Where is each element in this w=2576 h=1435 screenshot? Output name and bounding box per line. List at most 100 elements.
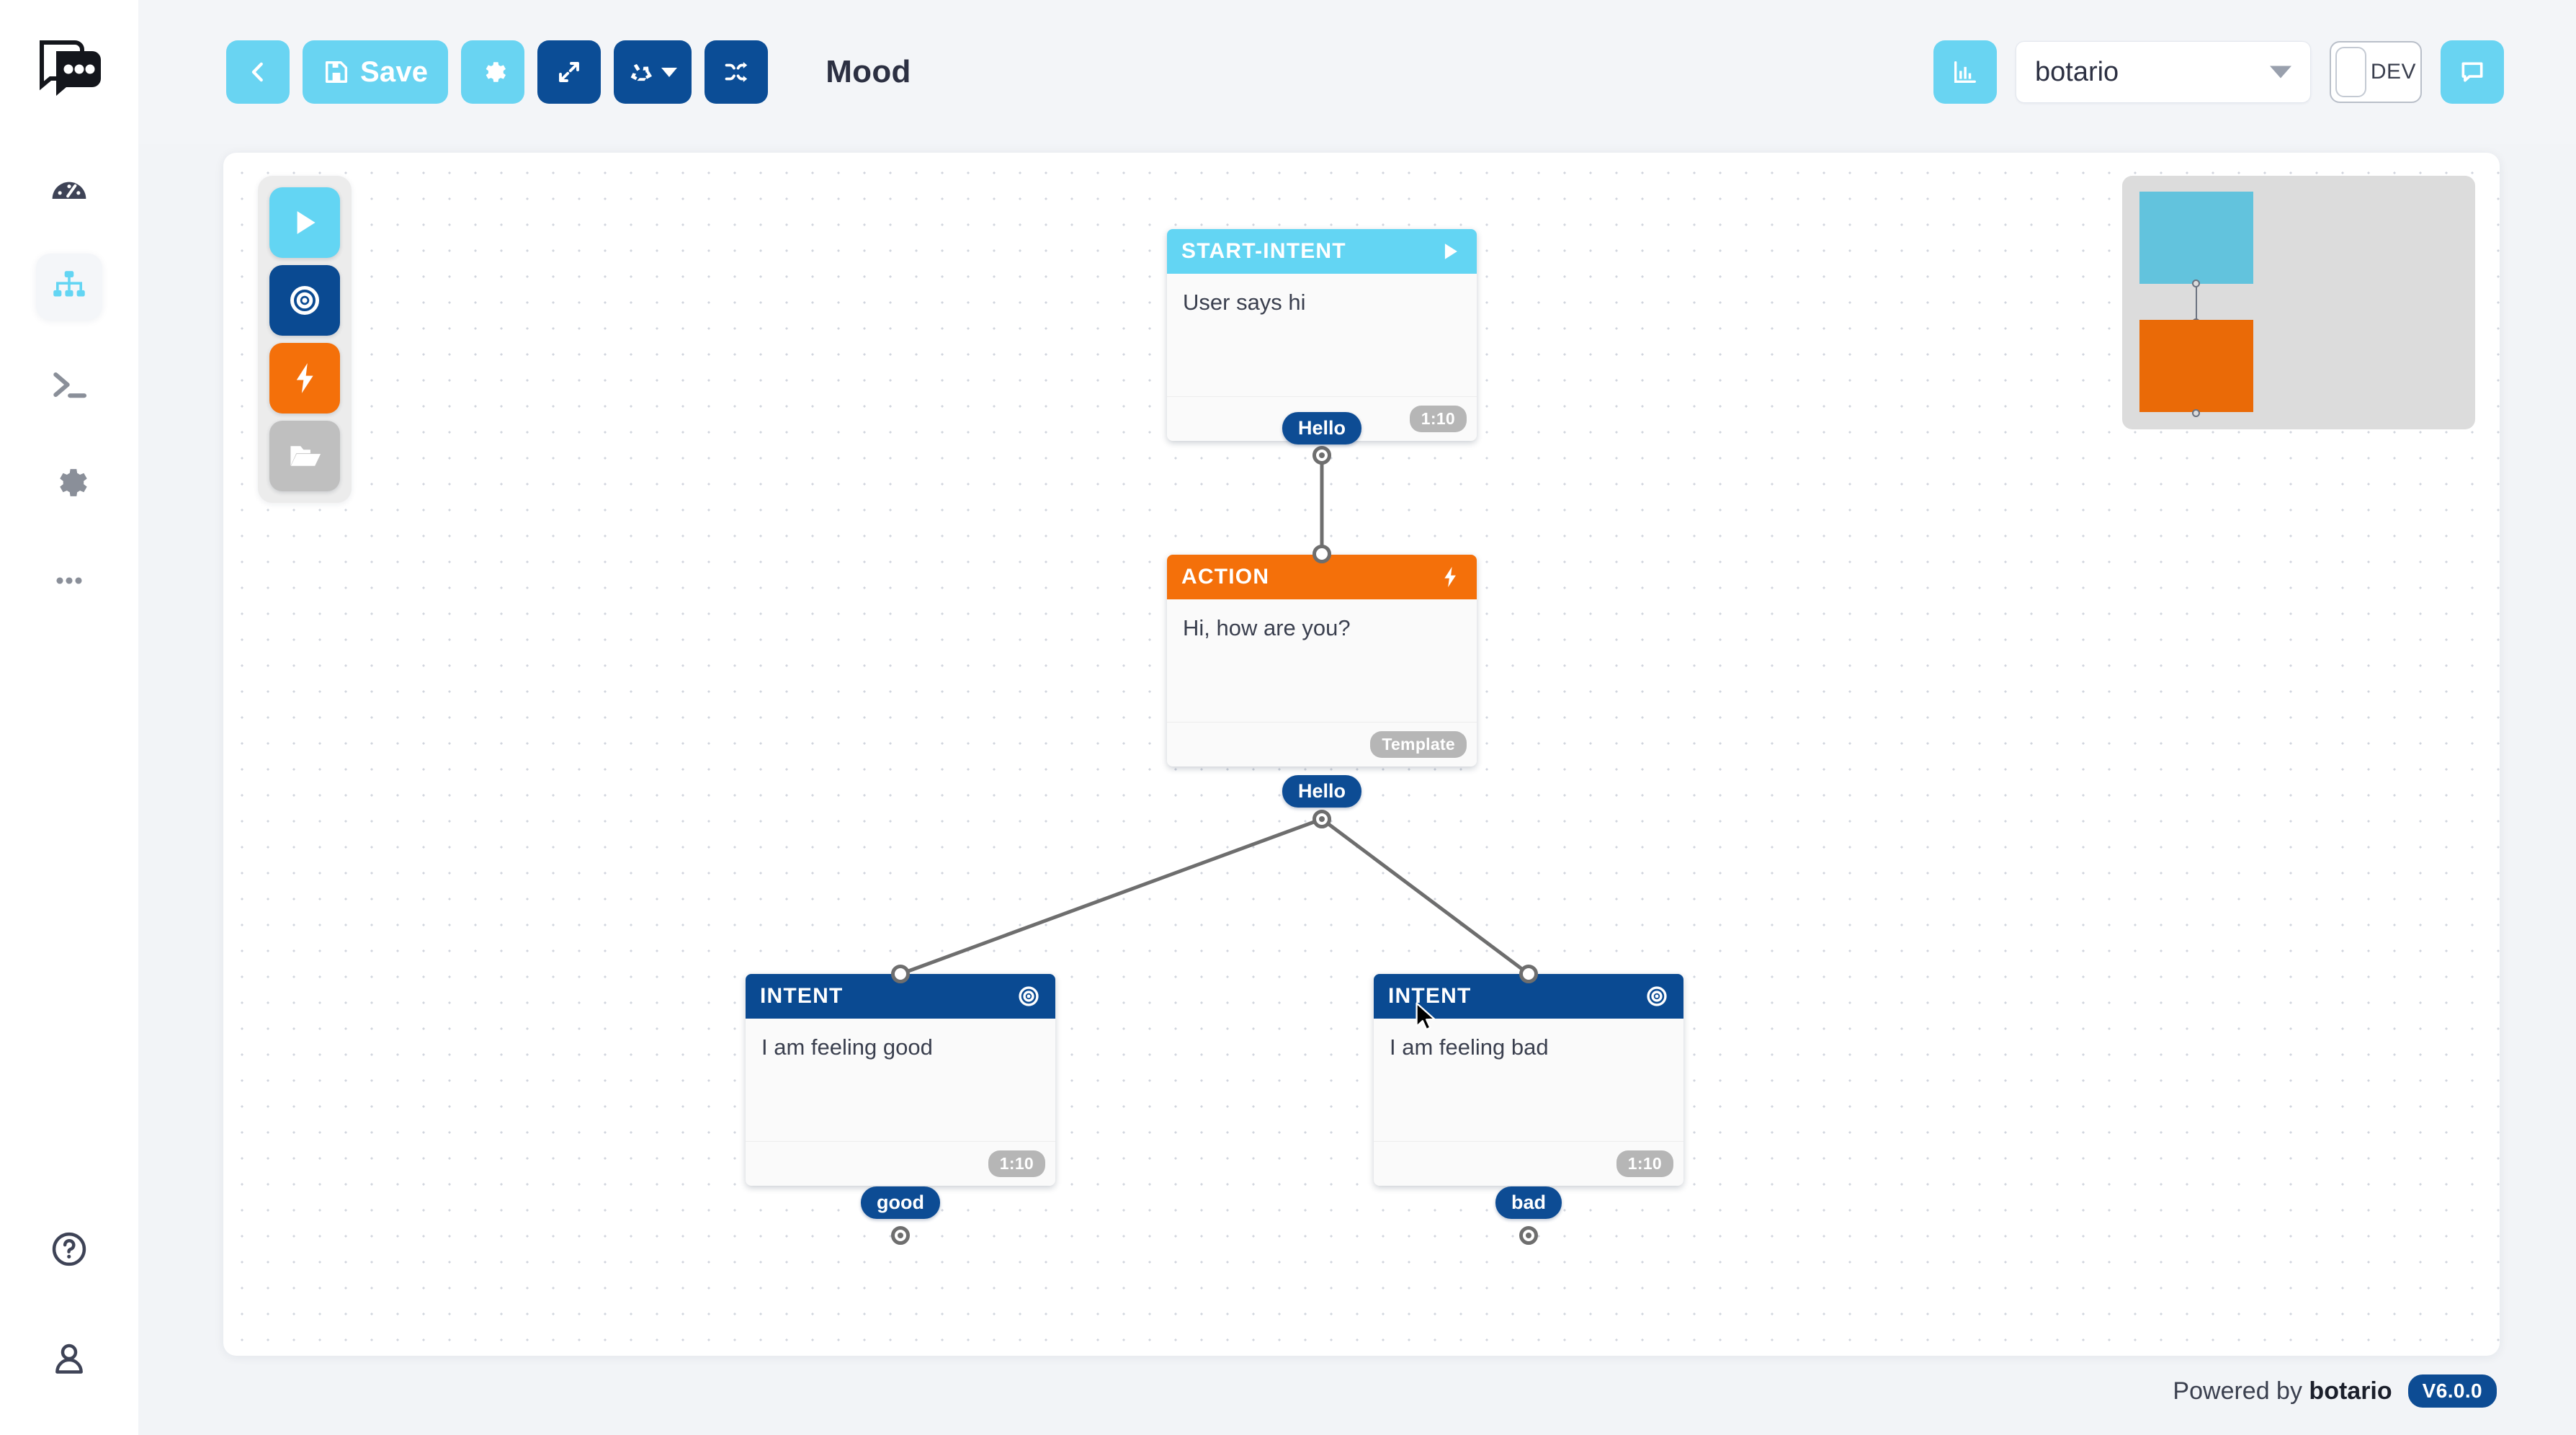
target-icon bbox=[1647, 986, 1667, 1006]
node-title: INTENT bbox=[1388, 984, 1472, 1008]
node-input-port[interactable] bbox=[891, 965, 910, 983]
node-text: I am feeling good bbox=[761, 1034, 933, 1060]
palette-intent-node[interactable] bbox=[269, 265, 340, 336]
rail-nav-list bbox=[36, 156, 102, 614]
recycle-icon bbox=[630, 64, 653, 81]
editor-toolbar: Save bbox=[226, 40, 911, 104]
node-header: START-INTENT bbox=[1167, 229, 1477, 274]
chevron-left-icon bbox=[251, 62, 263, 82]
node-intent-bad[interactable]: INTENT I am feeling bad 1:10 bbox=[1374, 974, 1683, 1186]
node-start-intent[interactable]: START-INTENT User says hi 1:10 bbox=[1167, 229, 1477, 441]
edge-label-hello-2[interactable]: Hello bbox=[1282, 775, 1362, 808]
node-header: INTENT bbox=[746, 974, 1055, 1019]
bar-chart-icon bbox=[1954, 61, 1976, 83]
minimap-port bbox=[2192, 280, 2200, 287]
question-circle-icon bbox=[52, 1232, 86, 1266]
minimap-port bbox=[2192, 409, 2200, 417]
flow-canvas[interactable]: START-INTENT User says hi 1:10 Hello ACT… bbox=[223, 153, 2500, 1356]
node-title: INTENT bbox=[760, 984, 844, 1008]
lightning-bolt-icon bbox=[296, 363, 313, 393]
rail-bottom-list bbox=[0, 1216, 138, 1392]
dev-toggle-label: DEV bbox=[2370, 60, 2416, 84]
palette-action-node[interactable] bbox=[269, 343, 340, 413]
node-title: START-INTENT bbox=[1181, 239, 1346, 263]
bot-select[interactable]: botario bbox=[2016, 41, 2311, 103]
edge-label-good[interactable]: good bbox=[861, 1186, 940, 1219]
node-chip: 1:10 bbox=[1616, 1150, 1673, 1177]
sidebar-item-dashboard[interactable] bbox=[36, 156, 102, 222]
sidebar-item-more[interactable] bbox=[36, 547, 102, 614]
node-output-port[interactable] bbox=[1519, 1226, 1538, 1245]
node-chip: 1:10 bbox=[1409, 406, 1467, 432]
node-chip: Template bbox=[1370, 731, 1467, 758]
footer-brand: botario bbox=[2309, 1377, 2392, 1405]
node-chip: 1:10 bbox=[988, 1150, 1045, 1177]
flow-tree-icon bbox=[53, 271, 85, 297]
canvas-minimap[interactable] bbox=[2122, 176, 2475, 429]
minimap-node-start bbox=[2139, 192, 2253, 284]
node-body: Hi, how are you? bbox=[1167, 599, 1477, 722]
node-output-port[interactable] bbox=[891, 1226, 910, 1245]
footer: Powered by botario V6.0.0 bbox=[2173, 1374, 2497, 1408]
help-button[interactable] bbox=[36, 1216, 102, 1282]
folder-icon bbox=[290, 446, 321, 466]
target-icon bbox=[1019, 986, 1039, 1006]
lightning-bolt-icon bbox=[1444, 566, 1456, 588]
expand-arrows-icon bbox=[559, 62, 580, 82]
chat-bubble-logo-icon bbox=[40, 40, 101, 96]
node-action[interactable]: ACTION Hi, how are you? Template bbox=[1167, 555, 1477, 766]
ellipsis-icon bbox=[56, 577, 82, 584]
sidebar-item-settings[interactable] bbox=[36, 450, 102, 516]
node-input-port[interactable] bbox=[1519, 965, 1538, 983]
node-input-port[interactable] bbox=[1312, 545, 1331, 563]
header-right-controls: botario DEV bbox=[1933, 40, 2504, 104]
gear-icon bbox=[60, 469, 87, 496]
footer-powered-by: Powered by botario bbox=[2173, 1377, 2392, 1405]
node-body: I am feeling bad bbox=[1374, 1019, 1683, 1141]
sidebar-item-flows[interactable] bbox=[36, 254, 102, 320]
footer-prefix: Powered by bbox=[2173, 1377, 2309, 1405]
fit-expand-button[interactable] bbox=[537, 40, 601, 104]
node-palette bbox=[258, 176, 352, 503]
dev-mode-toggle[interactable]: DEV bbox=[2330, 41, 2422, 103]
target-icon bbox=[290, 286, 319, 315]
bot-select-value: botario bbox=[2035, 56, 2119, 87]
chevron-down-icon bbox=[661, 67, 678, 77]
node-footer: Template bbox=[1167, 722, 1477, 766]
minimap-node-action bbox=[2139, 320, 2253, 412]
palette-folder-node[interactable] bbox=[269, 421, 340, 491]
node-text: User says hi bbox=[1183, 290, 1306, 315]
terminal-icon bbox=[53, 372, 87, 398]
node-text: Hi, how are you? bbox=[1183, 615, 1351, 640]
edge-label-hello-1[interactable]: Hello bbox=[1282, 412, 1362, 444]
account-button[interactable] bbox=[36, 1326, 102, 1392]
analytics-button[interactable] bbox=[1933, 40, 1997, 104]
edge-label-bad[interactable]: bad bbox=[1495, 1186, 1562, 1219]
shuffle-button[interactable] bbox=[705, 40, 769, 104]
version-badge: V6.0.0 bbox=[2407, 1374, 2497, 1408]
chevron-down-icon bbox=[2270, 66, 2291, 79]
chat-preview-button[interactable] bbox=[2441, 40, 2504, 104]
user-icon bbox=[55, 1344, 83, 1374]
left-rail bbox=[0, 0, 138, 1435]
save-button[interactable]: Save bbox=[303, 40, 449, 104]
node-output-port[interactable] bbox=[1312, 446, 1331, 465]
top-header: Save bbox=[138, 0, 2576, 144]
node-text: I am feeling bad bbox=[1390, 1034, 1549, 1060]
sidebar-item-console[interactable] bbox=[36, 352, 102, 418]
palette-start-node[interactable] bbox=[269, 187, 340, 258]
gear-icon bbox=[486, 62, 506, 82]
node-footer: 1:10 bbox=[1167, 396, 1477, 441]
node-body: User says hi bbox=[1167, 274, 1477, 396]
node-footer: 1:10 bbox=[1374, 1141, 1683, 1186]
app-logo[interactable] bbox=[30, 27, 108, 105]
play-icon bbox=[297, 211, 316, 234]
flow-settings-button[interactable] bbox=[461, 40, 525, 104]
node-output-port[interactable] bbox=[1312, 810, 1331, 828]
back-button[interactable] bbox=[226, 40, 290, 104]
node-intent-good[interactable]: INTENT I am feeling good 1:10 bbox=[746, 974, 1055, 1186]
node-title: ACTION bbox=[1181, 565, 1270, 589]
shuffle-icon bbox=[725, 62, 748, 82]
recycle-dropdown-button[interactable] bbox=[614, 40, 692, 104]
